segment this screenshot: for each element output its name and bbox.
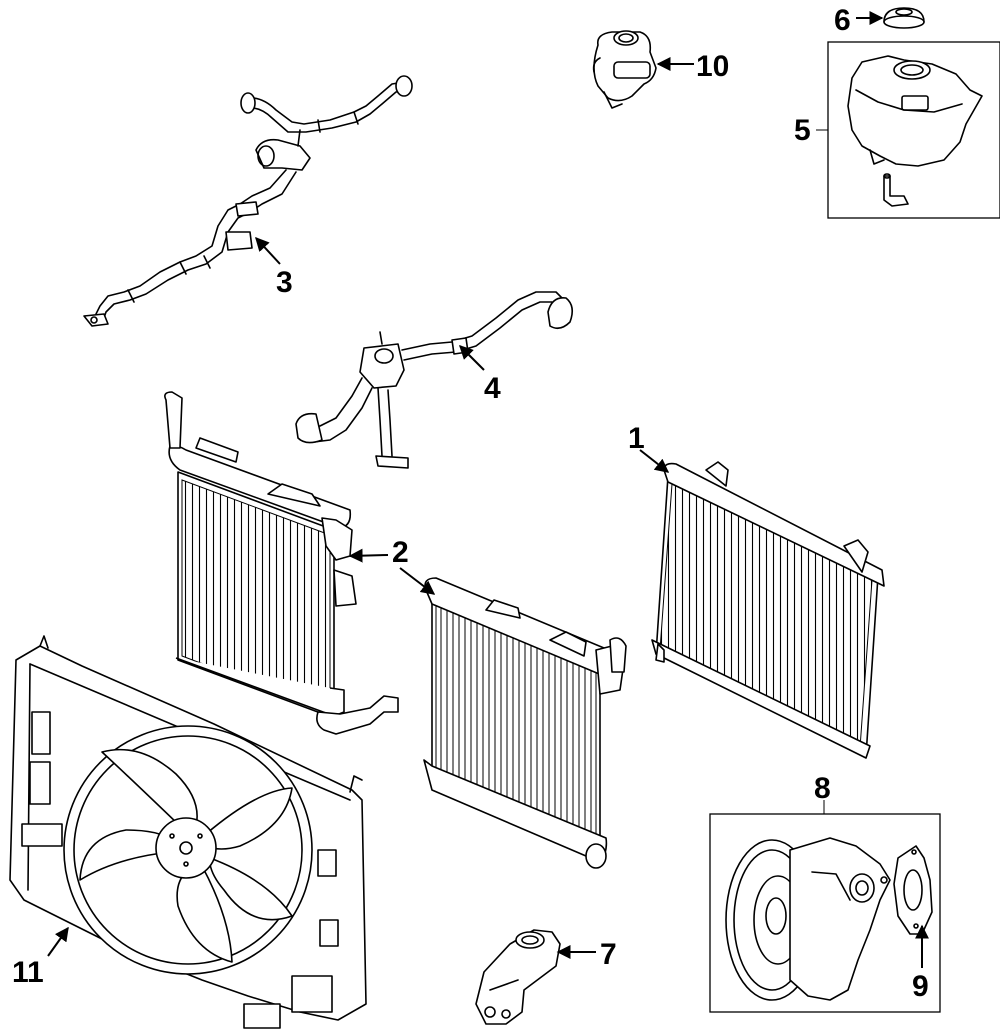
hose-assembly-part-3: [83, 75, 413, 327]
leader-1: [639, 449, 670, 473]
callout-11: 11: [12, 956, 44, 989]
callout-3: 3: [276, 266, 293, 299]
callout-7: 7: [600, 938, 617, 971]
leader-11: [47, 926, 69, 957]
gasket-part-9: [893, 845, 933, 935]
thermostat-housing-part-7: [475, 929, 561, 1025]
fan-shroud-part-11: [9, 635, 367, 1029]
callout-labels: 1 2 3 4 5 6 7 8 9 10 11: [12, 4, 929, 1003]
callout-6: 6: [834, 4, 851, 37]
hose-assembly-part-4: [295, 291, 574, 469]
auxiliary-pump-part-10: [592, 30, 657, 109]
cooler-right-part-2: [423, 577, 627, 869]
water-pump-part-8: [709, 813, 941, 1013]
cooler-left-part-2: [164, 391, 399, 735]
radiator-part-1: [651, 461, 885, 759]
leader-2a: [348, 548, 389, 563]
callout-1: 1: [628, 422, 645, 455]
expansion-tank-part-5: [827, 41, 1000, 219]
reservoir-cap-part-6: [883, 7, 925, 29]
water-pump-box: [709, 813, 941, 1013]
callout-5: 5: [794, 114, 811, 147]
leader-lines: [47, 11, 929, 968]
leader-4: [459, 345, 485, 371]
callout-10: 10: [696, 50, 729, 83]
callout-2: 2: [392, 536, 409, 569]
callout-8: 8: [814, 772, 831, 805]
callout-4: 4: [484, 372, 501, 405]
leader-3: [255, 236, 281, 265]
leader-2b: [399, 567, 436, 595]
callout-9: 9: [912, 970, 929, 1003]
